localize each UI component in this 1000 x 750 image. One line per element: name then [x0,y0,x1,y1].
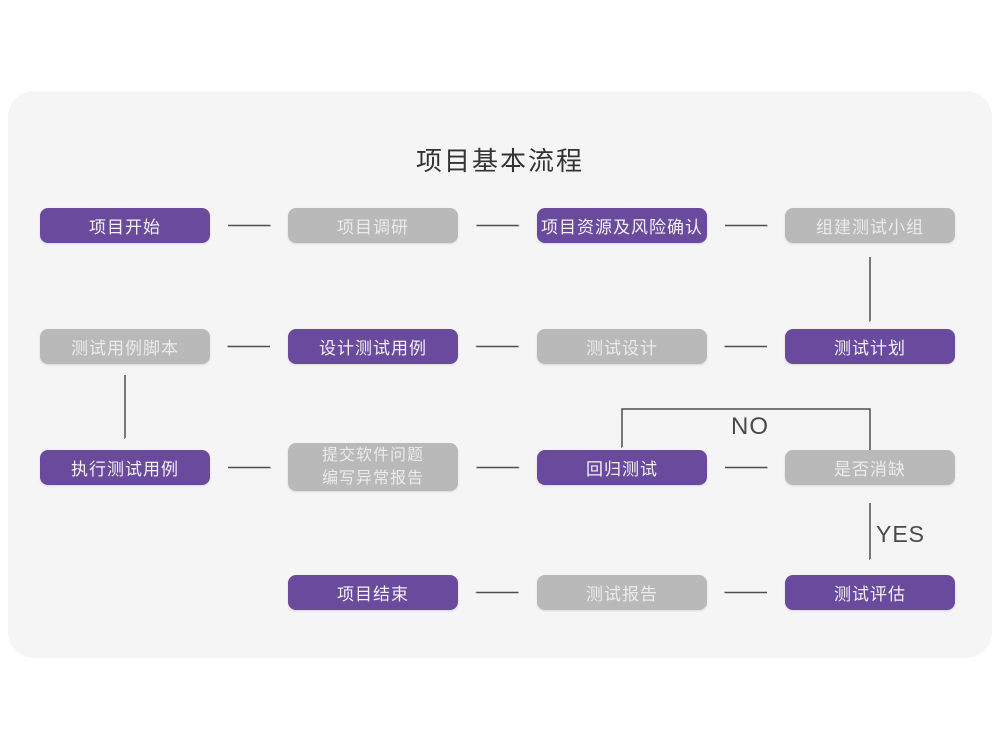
flow-node-resource-risk-confirm: 项目资源及风险确认 [537,208,707,243]
page-title: 项目基本流程 [415,146,584,176]
flow-node-project-research: 项目调研 [288,208,458,243]
flow-node-build-test-team: 组建测试小组 [785,208,955,243]
flow-node-test-report: 测试报告 [537,575,707,610]
flow-node-test-design: 测试设计 [537,329,707,364]
edge-label-no: NO [731,413,769,440]
flow-node-execute-test-case: 执行测试用例 [40,450,210,485]
flow-node-submit-issue-report: 提交软件问题 编写异常报告 [288,443,458,491]
flow-node-design-test-case: 设计测试用例 [288,329,458,364]
flow-node-test-plan: 测试计划 [785,329,955,364]
flow-node-project-end: 项目结束 [288,575,458,610]
flowchart-card: 项目基本流程 [8,91,992,658]
flow-node-regression-test: 回归测试 [537,450,707,485]
flow-node-test-case-script: 测试用例脚本 [40,329,210,364]
edge-label-yes: YES [876,521,926,547]
flow-node-defect-cleared: 是否消缺 [785,450,955,485]
flow-node-test-evaluate: 测试评估 [785,575,955,610]
flow-node-project-start: 项目开始 [40,208,210,243]
